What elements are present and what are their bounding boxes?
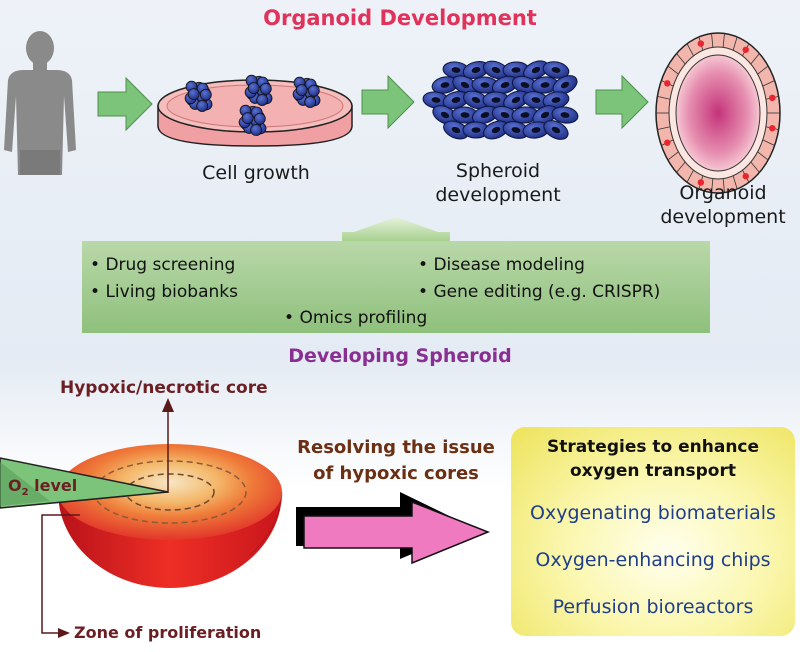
app-item-disease-modeling: • Disease modeling bbox=[418, 255, 585, 275]
app-item-living-biobanks: • Living biobanks bbox=[90, 282, 238, 302]
resolving-label-line2: of hypoxic cores bbox=[313, 463, 479, 484]
half-spheroid-icon bbox=[58, 444, 283, 588]
spheroid-cells-icon bbox=[422, 60, 579, 140]
zone-proliferation-label: Zone of proliferation bbox=[74, 623, 262, 642]
organoid-icon bbox=[655, 32, 781, 194]
applications-panel bbox=[82, 241, 710, 333]
spheroid-label-line1: Spheroid bbox=[455, 160, 541, 182]
strategy-item-3: Perfusion bioreactors bbox=[552, 596, 754, 618]
o2-level-label: O2 level bbox=[8, 476, 77, 498]
zone-connector-icon bbox=[41, 514, 80, 638]
up-arrow-icon bbox=[342, 217, 450, 241]
arrow-1-icon bbox=[97, 76, 153, 132]
arrow-3-icon bbox=[595, 74, 649, 130]
strategy-item-2: Oxygen-enhancing chips bbox=[535, 549, 771, 571]
strategies-title-line1: Strategies to enhance bbox=[546, 437, 760, 457]
cell-growth-label: Cell growth bbox=[202, 162, 310, 184]
app-item-gene-editing: • Gene editing (e.g. CRISPR) bbox=[418, 282, 661, 302]
app-item-omics-profiling-text: Omics profiling bbox=[299, 308, 428, 328]
spheroid-label-line2: development bbox=[435, 184, 561, 206]
app-item-omics-profiling: • Omics profiling bbox=[284, 308, 428, 328]
resolving-label-line1: Resolving the issue bbox=[297, 437, 495, 458]
o2-subscript: 2 bbox=[21, 487, 29, 499]
app-item-gene-editing-text: Gene editing (e.g. CRISPR) bbox=[433, 282, 661, 302]
strategies-box bbox=[511, 427, 795, 636]
section-title: Developing Spheroid bbox=[288, 345, 512, 367]
app-item-drug-screening: • Drug screening bbox=[90, 255, 236, 275]
app-item-disease-modeling-text: Disease modeling bbox=[433, 255, 585, 275]
organoid-label-line1: Organoid bbox=[679, 182, 767, 204]
organoid-label-line2: development bbox=[660, 206, 786, 228]
o2-suffix: level bbox=[28, 476, 78, 495]
o2-text: O bbox=[8, 476, 22, 495]
strategies-title-line2: oxygen transport bbox=[569, 461, 736, 481]
hypoxic-core-label: Hypoxic/necrotic core bbox=[60, 378, 268, 398]
o2-gradient-wedge-icon bbox=[0, 457, 169, 509]
pink-arrow-icon bbox=[296, 492, 491, 565]
app-item-drug-screening-text: Drug screening bbox=[105, 255, 236, 275]
app-item-living-biobanks-text: Living biobanks bbox=[105, 282, 238, 302]
arrow-2-icon bbox=[361, 74, 415, 130]
page-title: Organoid Development bbox=[263, 6, 537, 30]
core-arrow-icon bbox=[162, 398, 174, 493]
human-silhouette-icon bbox=[4, 31, 76, 175]
strategy-item-1: Oxygenating biomaterials bbox=[530, 502, 776, 524]
cell-clusters-icon bbox=[184, 74, 321, 136]
